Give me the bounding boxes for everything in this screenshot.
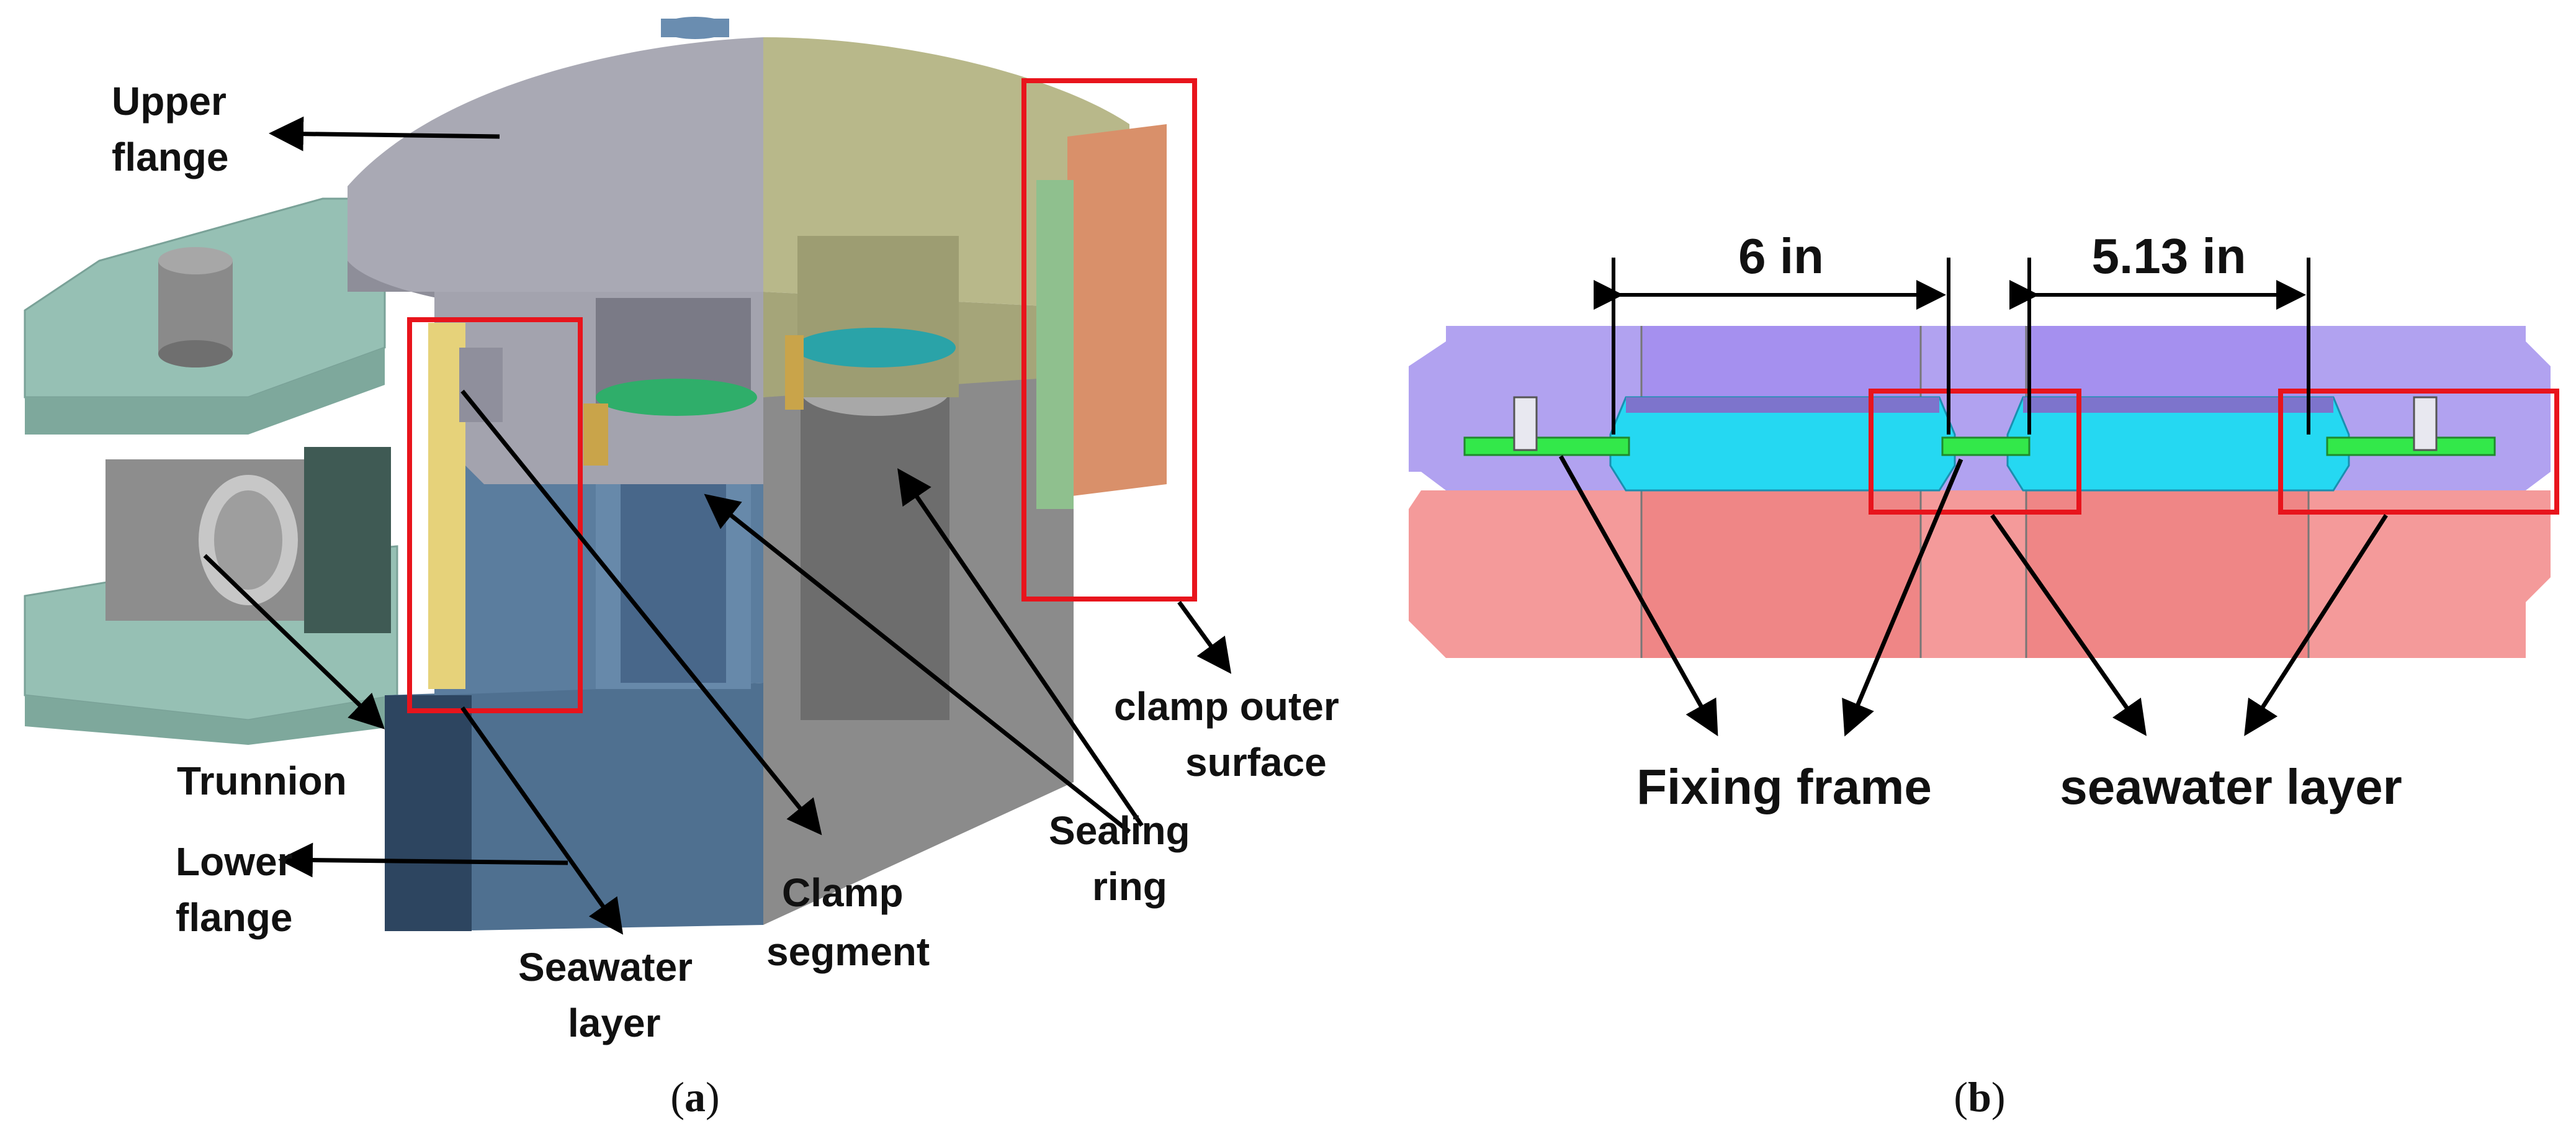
bolt-right: [2413, 396, 2438, 451]
dimension-lines: [1594, 258, 2310, 435]
label-clamp-segment-line2: segment: [766, 929, 930, 974]
caption-b: (b): [1954, 1073, 2005, 1120]
label-clamp-outer-line2: surface: [1185, 740, 1327, 785]
arrow-seawater-2: [2244, 514, 2388, 736]
arrow-trunnion: [203, 554, 385, 729]
label-trunnion: Trunnion: [177, 759, 347, 803]
gap-highlight-box-left: [1869, 389, 2081, 515]
arrow-fixing-frame-2: [1842, 458, 1963, 737]
label-upper-flange-line1: Upper: [112, 79, 227, 124]
label-lower-flange-line2: flange: [176, 895, 292, 940]
fixing-frame-middle: [1941, 436, 2031, 456]
trunnion-part: [24, 197, 398, 745]
outer-surface-highlight-box: [1021, 78, 1197, 602]
arrow-sealing-ring-1: [704, 493, 1131, 834]
label-lower-flange-line1: Lower: [176, 839, 292, 884]
clamp-outer-part: [1036, 124, 1167, 509]
fixing-frame-left: [1463, 436, 1630, 456]
seawater-highlight-box: [407, 317, 583, 713]
arrow-seawater: [460, 706, 624, 935]
gap-highlight-box-right: [2278, 389, 2559, 515]
panel-a-leader-lines: [203, 116, 1232, 935]
lower-hub: [1409, 490, 2551, 658]
arrow-seawater-1: [1990, 513, 2147, 736]
caption-a: (a): [670, 1073, 719, 1120]
arrow-upper-flange: [269, 116, 500, 151]
label-upper-flange-line2: flange: [112, 135, 228, 179]
panel-b-diagram: 6 in 5.13 in Fixing frame seawater layer…: [1409, 228, 2559, 1120]
dimension-right-label: 5.13 in: [2091, 228, 2246, 284]
fixing-frame-right: [2326, 436, 2496, 456]
lower-body-part: [763, 348, 1074, 925]
label-clamp-segment-line1: Clamp: [782, 870, 904, 915]
arrow-fixing-frame-1: [1558, 455, 1718, 737]
bolt-left: [1513, 396, 1538, 451]
arrow-sealing-ring-2: [897, 468, 1144, 827]
label-sealing-ring-line2: ring: [1092, 864, 1167, 909]
dimension-left-label: 6 in: [1738, 228, 1824, 284]
arrow-clamp-outer: [1177, 600, 1232, 674]
upper-hub: [1409, 326, 2551, 490]
label-seawater-layer: seawater layer: [2060, 759, 2402, 814]
panel-a-diagram: Upper flange Trunnion Lower flange Seawa…: [24, 17, 1339, 1120]
clamp-cavity-part: [583, 298, 956, 466]
panel-b-leader-lines: [1558, 455, 2388, 737]
label-seawater-line2: layer: [568, 1001, 660, 1045]
label-fixing-frame: Fixing frame: [1636, 759, 1932, 814]
label-seawater-line1: Seawater: [518, 945, 693, 989]
arrow-lower-flange: [278, 842, 568, 878]
arrow-clamp-segment: [460, 389, 822, 836]
label-sealing-ring-line1: Sealing: [1049, 808, 1190, 853]
label-clamp-outer-line1: clamp outer: [1114, 684, 1339, 729]
